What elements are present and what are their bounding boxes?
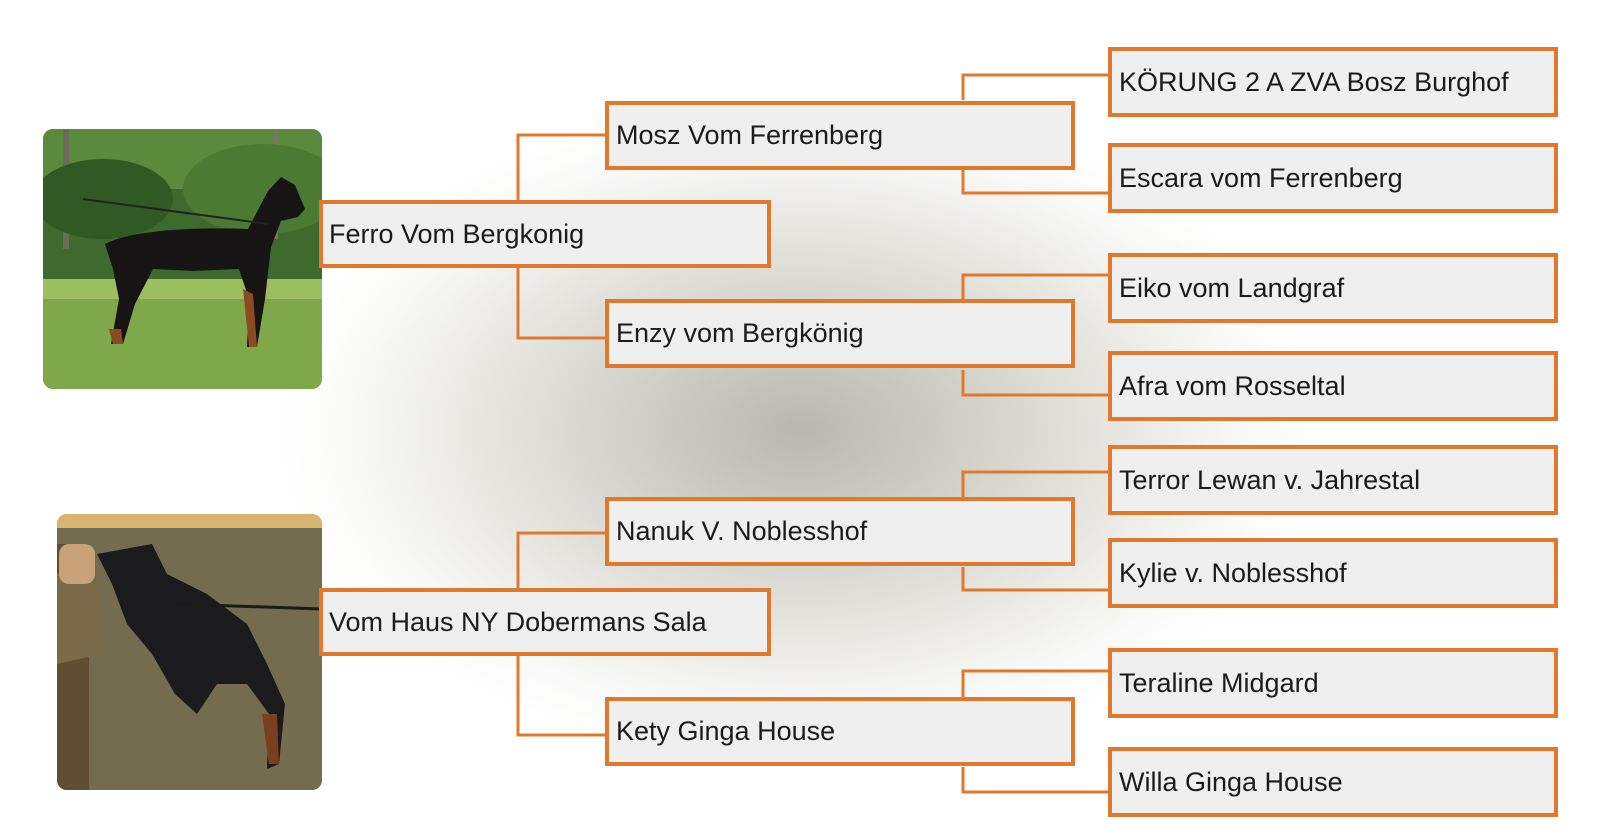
ancestor-node: Escara vom Ferrenberg [1108, 143, 1558, 213]
dam-sire-node: Nanuk V. Noblesshof [605, 497, 1075, 566]
ancestor-name: Eiko vom Landgraf [1119, 272, 1345, 303]
ancestor-node: Willa Ginga House [1108, 747, 1558, 817]
dam-dam-node: Kety Ginga House [605, 697, 1075, 766]
connector-enzy-dam [961, 370, 1108, 397]
ancestor-name: Escara vom Ferrenberg [1119, 162, 1403, 193]
ancestor-name: Willa Ginga House [1119, 766, 1343, 797]
dam-dam-name: Kety Ginga House [616, 716, 836, 746]
sire-photo [43, 129, 322, 389]
dam-sire-name: Nanuk V. Noblesshof [616, 516, 868, 546]
sire-name: Ferro Vom Bergkonig [329, 218, 585, 249]
ancestor-name: KÖRUNG 2 A ZVA Bosz Burghof [1119, 66, 1509, 97]
ancestor-node: Eiko vom Landgraf [1108, 253, 1558, 323]
ancestor-name: Teraline Midgard [1119, 667, 1319, 698]
connector-nanuk-sire [961, 470, 1108, 497]
connector-kety-dam [961, 767, 1108, 794]
connector-mosz-sire [961, 73, 1108, 100]
ancestor-node: Terror Lewan v. Jahrestal [1108, 445, 1558, 515]
ancestor-node: KÖRUNG 2 A ZVA Bosz Burghof [1108, 47, 1558, 117]
sire-sire-node: Mosz Vom Ferrenberg [605, 101, 1075, 170]
dam-name: Vom Haus NY Dobermans Sala [329, 606, 707, 637]
sire-sire-name: Mosz Vom Ferrenberg [616, 120, 884, 150]
sire-dam-name: Enzy vom Bergkönig [616, 318, 864, 348]
ancestor-name: Afra vom Rosseltal [1119, 370, 1346, 401]
connector-enzy-sire [961, 273, 1108, 300]
sire-node: Ferro Vom Bergkonig [319, 200, 771, 268]
ancestor-name: Kylie v. Noblesshof [1119, 557, 1347, 588]
sire-dam-node: Enzy vom Bergkönig [605, 299, 1075, 368]
ancestor-name: Terror Lewan v. Jahrestal [1119, 464, 1421, 495]
ancestor-node: Kylie v. Noblesshof [1108, 538, 1558, 608]
dam-photo [57, 514, 322, 790]
ancestor-node: Afra vom Rosseltal [1108, 351, 1558, 421]
connector-nanuk-dam [961, 567, 1108, 592]
connector-kety-sire [961, 669, 1108, 697]
connector-mosz-dam [961, 170, 1108, 195]
ancestor-node: Teraline Midgard [1108, 648, 1558, 718]
dam-node: Vom Haus NY Dobermans Sala [319, 588, 771, 656]
